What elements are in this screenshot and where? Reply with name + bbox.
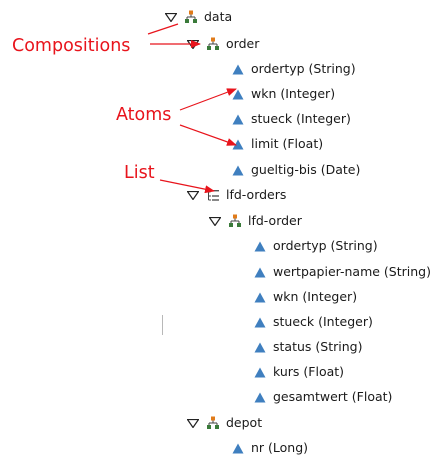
atom-icon <box>252 364 268 380</box>
tree-node-order[interactable]: order <box>185 33 259 55</box>
tree-node-atom[interactable]: gesamtwert (Float) <box>252 386 392 408</box>
atom-icon <box>252 264 268 280</box>
tree-node-label: lfd-order <box>248 213 302 228</box>
tree-node-label: depot <box>226 415 263 430</box>
atom-icon <box>252 289 268 305</box>
tree-node-label: nr (Long) <box>251 440 309 455</box>
tree-node-lfd-orders[interactable]: lfd-orders <box>185 184 286 206</box>
tree-node-atom[interactable]: wertpapier-name (String) <box>252 261 431 283</box>
tree-node-label: kurs (Float) <box>273 364 345 379</box>
atom-icon <box>252 314 268 330</box>
tree-node-atom[interactable]: stueck (Integer) <box>252 311 373 333</box>
expand-toggle-icon[interactable] <box>185 33 201 55</box>
tree-node-label: wkn (Integer) <box>273 289 358 304</box>
annotation-atoms: Atoms <box>116 105 172 125</box>
tree-node-label: stueck (Integer) <box>251 111 351 126</box>
tree-node-atom[interactable]: wkn (Integer) <box>230 83 335 105</box>
expand-toggle-icon[interactable] <box>207 210 223 232</box>
atom-icon <box>252 389 268 405</box>
atom-icon <box>252 238 268 254</box>
tree-node-label: data <box>204 9 233 24</box>
tree-node-atom[interactable]: gueltig-bis (Date) <box>230 159 360 181</box>
expand-toggle-icon[interactable] <box>185 184 201 206</box>
composition-icon <box>205 36 221 52</box>
tree-node-atom[interactable]: nr (Long) <box>230 437 308 459</box>
atom-icon <box>230 136 246 152</box>
expand-toggle-icon[interactable] <box>163 6 179 28</box>
tree-node-label: order <box>226 36 260 51</box>
tree-node-atom[interactable]: limit (Float) <box>230 133 323 155</box>
tree-node-depot[interactable]: depot <box>185 412 262 434</box>
composition-icon <box>183 9 199 25</box>
annotation-compositions: Compositions <box>12 36 131 56</box>
tree-node-label: gueltig-bis (Date) <box>251 162 361 177</box>
tree-node-atom[interactable]: stueck (Integer) <box>230 108 351 130</box>
atom-icon <box>252 339 268 355</box>
tree-node-label: gesamtwert (Float) <box>273 389 393 404</box>
tree-node-label: wkn (Integer) <box>251 86 336 101</box>
expand-toggle-icon[interactable] <box>185 412 201 434</box>
tree-node-atom[interactable]: ordertyp (String) <box>230 58 356 80</box>
arrow-to-limit <box>179 124 237 146</box>
tree-node-atom[interactable]: status (String) <box>252 336 362 358</box>
tree-node-atom[interactable]: wkn (Integer) <box>252 286 357 308</box>
tree-node-atom[interactable]: ordertyp (String) <box>252 235 378 257</box>
tree-node-label: wertpapier-name (String) <box>273 264 431 279</box>
atom-icon <box>230 111 246 127</box>
list-icon <box>205 187 221 203</box>
atom-icon <box>230 61 246 77</box>
composition-icon <box>205 415 221 431</box>
tree-node-label: stueck (Integer) <box>273 314 373 329</box>
annotation-list: List <box>124 163 155 183</box>
atom-icon <box>230 86 246 102</box>
tree-node-label: limit (Float) <box>251 136 324 151</box>
atom-icon <box>230 440 246 456</box>
tree-node-label: status (String) <box>273 339 363 354</box>
tree-node-data[interactable]: data <box>163 6 232 28</box>
tree-node-label: lfd-orders <box>226 187 287 202</box>
atom-icon <box>230 162 246 178</box>
composition-icon <box>227 213 243 229</box>
tree-node-lfd-order[interactable]: lfd-order <box>207 210 302 232</box>
tree-node-label: ordertyp (String) <box>273 238 378 253</box>
divider-line <box>162 315 163 335</box>
arrow-to-wkn <box>179 88 237 111</box>
tree-node-atom[interactable]: kurs (Float) <box>252 361 344 383</box>
tree-node-label: ordertyp (String) <box>251 61 356 76</box>
